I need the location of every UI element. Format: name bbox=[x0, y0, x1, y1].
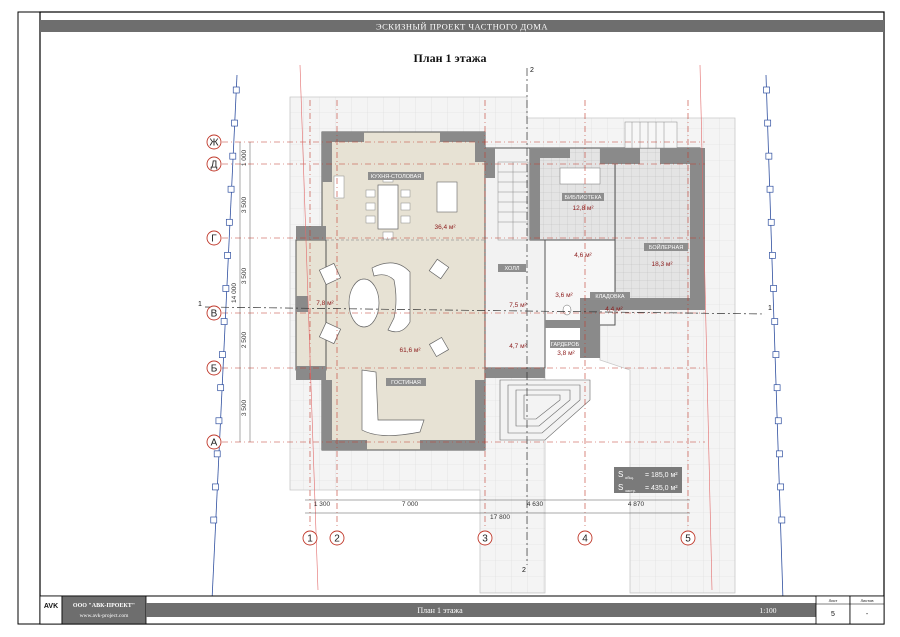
title-block: AVK ООО "АВК-ПРОЕКТ" www.avk-project.com… bbox=[39, 595, 885, 625]
svg-text:В: В bbox=[211, 309, 218, 320]
svg-text:17 800: 17 800 bbox=[490, 514, 510, 521]
area-living: 61,6 м² bbox=[399, 347, 421, 354]
area-wc: 3,6 м² bbox=[555, 292, 573, 299]
grid-row-bubble-Д: Д bbox=[206, 156, 222, 172]
grid-row-bubble-Б: Б bbox=[206, 360, 222, 376]
site-axis-markers bbox=[210, 86, 786, 524]
sheets-total: - bbox=[866, 611, 869, 618]
svg-text:Б: Б bbox=[211, 364, 218, 375]
area-bay: 7,8 м² bbox=[316, 300, 334, 307]
svg-text:Лист: Лист bbox=[829, 598, 838, 603]
boiler-room bbox=[614, 147, 701, 309]
area-hall: 7,5 м² bbox=[509, 302, 527, 309]
header-bar bbox=[40, 20, 884, 32]
svg-text:Д: Д bbox=[211, 160, 218, 171]
row-dimension-lines bbox=[239, 142, 251, 442]
library-shelf bbox=[559, 167, 601, 185]
svg-text:4 630: 4 630 bbox=[527, 501, 544, 508]
room-name-library: БИБЛИОТЕКА bbox=[565, 195, 602, 201]
drawing-name: План 1 этажа bbox=[417, 606, 463, 615]
svg-text:3 500: 3 500 bbox=[241, 267, 248, 284]
grid-column-bubble-2: 2 bbox=[329, 530, 345, 546]
staircase bbox=[497, 161, 529, 241]
svg-text:1: 1 bbox=[198, 301, 202, 308]
kitchen-island bbox=[436, 181, 458, 213]
grid-column-bubble-3: 3 bbox=[477, 530, 493, 546]
room-name-hall: ХОЛЛ bbox=[505, 266, 520, 272]
lounge-furniture bbox=[318, 258, 450, 436]
svg-text:Ж: Ж bbox=[209, 138, 219, 149]
svg-text:4 870: 4 870 bbox=[628, 501, 645, 508]
site-guides bbox=[299, 64, 713, 591]
svg-text:2: 2 bbox=[530, 67, 534, 74]
area-vestibule: 4,7 м² bbox=[509, 343, 527, 350]
total-area-label: S bbox=[618, 470, 623, 479]
column-dimension-lines bbox=[305, 499, 690, 514]
grid-column-bubbles: 1 2 3 4 5 bbox=[302, 530, 696, 546]
svg-text:застр.: застр. bbox=[625, 488, 636, 493]
svg-text:1 000: 1 000 bbox=[241, 149, 248, 166]
toilet-fixture bbox=[562, 304, 572, 316]
svg-text:Г: Г bbox=[211, 234, 217, 245]
area-boiler: 18,3 м² bbox=[651, 261, 673, 268]
grid-row-bubble-Г: Г bbox=[206, 230, 222, 246]
room-labels: КУХНЯ-СТОЛОВАЯ БИБЛИОТЕКА БОЙЛЕРНАЯ ХОЛЛ… bbox=[368, 172, 688, 386]
section-marks: 1 1 2 2 bbox=[198, 67, 772, 574]
svg-text:2: 2 bbox=[522, 567, 526, 574]
area-corridor: 4,6 м² bbox=[574, 252, 592, 259]
svg-text:Листов: Листов bbox=[861, 598, 874, 603]
built-area-label: S bbox=[618, 483, 623, 492]
rear-stair bbox=[624, 121, 678, 149]
room-name-storage: КЛАДОВКА bbox=[595, 294, 625, 300]
column-dimensions: 1 300 7 000 4 630 4 870 17 800 bbox=[314, 501, 645, 521]
grid-row-bubbles: ЖД Г В Б А bbox=[206, 134, 222, 450]
grid-row-bubble-В: В bbox=[206, 305, 222, 321]
site-axes bbox=[211, 74, 784, 601]
grid-row-bubble-А: А bbox=[206, 434, 222, 450]
grid-column-lines bbox=[309, 100, 689, 528]
entrance-steps bbox=[499, 379, 591, 441]
area-wardrobe: 3,8 м² bbox=[557, 350, 575, 357]
room-name-living: ГОСТИНАЯ bbox=[391, 380, 421, 386]
svg-text:1: 1 bbox=[307, 534, 313, 545]
grid-row-bubble-Ж: Ж bbox=[206, 134, 222, 150]
area-totals: S общ. = 185,0 м² S застр. = 435,0 м² bbox=[614, 467, 682, 493]
svg-text:общ.: общ. bbox=[625, 475, 634, 480]
grid-column-bubble-4: 4 bbox=[577, 530, 593, 546]
company-name: ООО "АВК-ПРОЕКТ" bbox=[73, 603, 135, 609]
svg-text:4: 4 bbox=[582, 534, 588, 545]
total-area-value: = 185,0 м² bbox=[645, 472, 678, 479]
svg-text:1: 1 bbox=[768, 305, 772, 312]
svg-text:5: 5 bbox=[685, 534, 691, 545]
svg-text:2 500: 2 500 bbox=[241, 331, 248, 348]
sheet-number: 5 bbox=[831, 611, 835, 618]
row-dimensions: 1 000 3 500 3 500 2 500 3 500 14 000 bbox=[231, 149, 248, 416]
grid-column-bubble-5: 5 bbox=[680, 530, 696, 546]
svg-text:3: 3 bbox=[482, 534, 488, 545]
room-areas: 36,4 м² 12,8 м² 18,3 м² 7,5 м² 4,4 м² 3,… bbox=[316, 205, 673, 357]
section-lines bbox=[204, 68, 766, 565]
company-website: www.avk-project.com bbox=[80, 613, 130, 619]
svg-text:3 500: 3 500 bbox=[241, 196, 248, 213]
room-name-wardrobe: ГАРДЕРОБ bbox=[551, 342, 580, 348]
area-library: 12,8 м² bbox=[572, 205, 594, 212]
room-name-boiler: БОЙЛЕРНАЯ bbox=[649, 243, 683, 251]
built-area-value: = 435,0 м² bbox=[645, 485, 678, 492]
area-kitchen: 36,4 м² bbox=[434, 224, 456, 231]
room-name-kitchen: КУХНЯ-СТОЛОВАЯ bbox=[371, 174, 421, 180]
drawing-scale: 1:100 bbox=[759, 606, 776, 615]
svg-text:3 500: 3 500 bbox=[241, 399, 248, 416]
svg-text:2: 2 bbox=[334, 534, 340, 545]
area-storage: 4,4 м² bbox=[605, 306, 623, 313]
svg-text:7 000: 7 000 bbox=[402, 501, 419, 508]
header-title: ЭСКИЗНЫЙ ПРОЕКТ ЧАСТНОГО ДОМА bbox=[376, 22, 548, 32]
svg-text:А: А bbox=[211, 438, 218, 449]
svg-text:1 300: 1 300 bbox=[314, 501, 331, 508]
company-logo: AVK bbox=[44, 603, 58, 610]
svg-text:14 000: 14 000 bbox=[231, 283, 238, 303]
plan-title: План 1 этажа bbox=[414, 51, 487, 65]
grid-column-bubble-1: 1 bbox=[302, 530, 318, 546]
